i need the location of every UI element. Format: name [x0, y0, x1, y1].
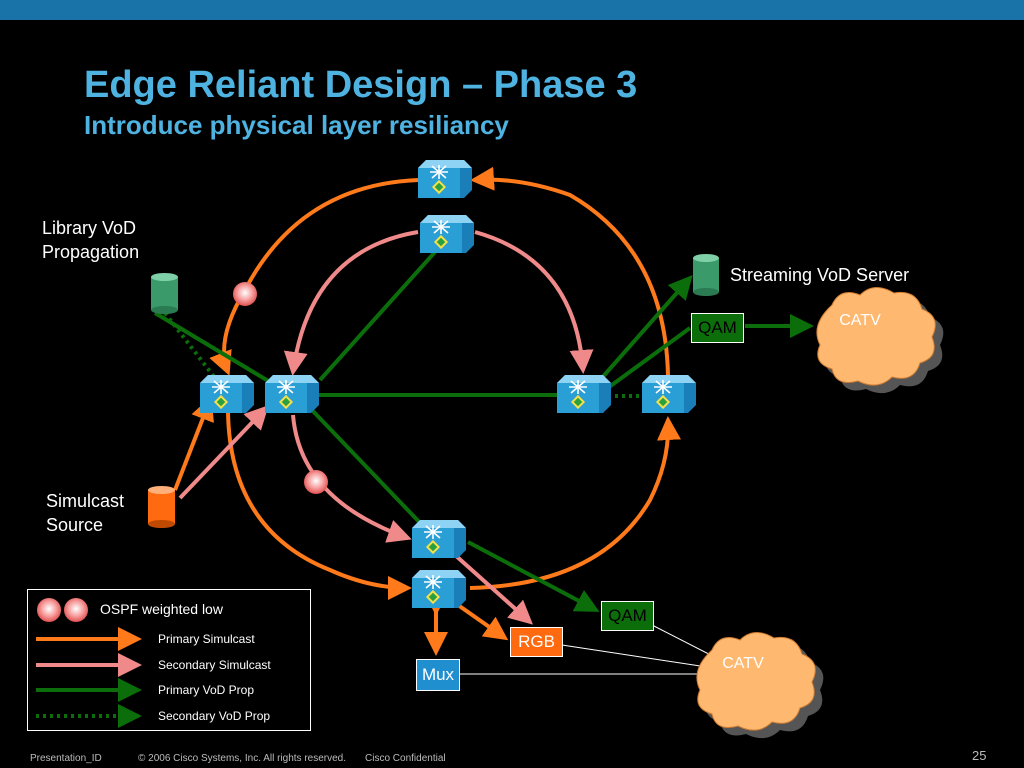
- router-to-rgb-primary: [456, 603, 509, 641]
- streaming-vod-server-icon: [693, 254, 719, 296]
- ospf-marker-left: [233, 282, 257, 306]
- router-left-inner-icon: [265, 375, 319, 413]
- library-vod-server-icon: [151, 273, 178, 314]
- legend-ospf-label: OSPF weighted low: [100, 601, 223, 617]
- router-bottom-upper-icon: [412, 520, 466, 558]
- router-right-outer-icon: [642, 375, 696, 413]
- legend-primary-vod-label: Primary VoD Prop: [158, 683, 255, 697]
- simulcast-source-server-icon: [148, 486, 175, 528]
- mux-box: Mux: [416, 659, 460, 691]
- simulcast-source-label-line2: Source: [46, 515, 104, 535]
- router-to-rgb-secondary: [453, 553, 533, 625]
- simulcast-source-label-line1: Simulcast: [46, 491, 125, 511]
- library-vod-label-line2: Propagation: [42, 242, 140, 262]
- legend-ospf-icon-1: [37, 598, 61, 622]
- router-upper-icon: [420, 215, 474, 253]
- legend: OSPF weighted low Primary Simulcast Seco…: [27, 589, 311, 731]
- library-vod-label: Library VoD Propagation: [42, 216, 139, 264]
- top-bar: [0, 0, 1024, 20]
- legend-ospf-icon-2: [64, 598, 88, 622]
- slide-subtitle: Introduce physical layer resiliancy: [84, 110, 509, 140]
- legend-secondary-simulcast-label: Secondary Simulcast: [158, 658, 271, 672]
- legend-secondary-vod-label: Secondary VoD Prop: [158, 709, 271, 723]
- qam-top-box: QAM: [691, 313, 744, 343]
- streaming-vod-label: Streaming VoD Server: [730, 265, 910, 285]
- footer-page-number: 25: [972, 748, 987, 763]
- ospf-marker-inner: [304, 470, 328, 494]
- router-top-icon: [418, 160, 472, 198]
- secondary-vod-lines: [163, 311, 645, 398]
- legend-swatches: [36, 598, 142, 728]
- slide-title: Edge Reliant Design – Phase 3: [84, 64, 638, 106]
- router-bottom-lower-icon: [412, 570, 466, 608]
- simulcast-secondary-arrow: [178, 405, 269, 500]
- catv-cloud-bottom: [696, 632, 824, 739]
- catv-cloud-top: [816, 287, 944, 394]
- catv-bottom-label: CATV: [722, 655, 764, 672]
- simulcast-source-label: Simulcast Source: [46, 489, 124, 537]
- qam-bottom-box: QAM: [601, 601, 654, 631]
- router-left-outer-icon: [200, 375, 254, 413]
- footer-presentation-id: Presentation_ID: [30, 753, 102, 764]
- footer-confidential: Cisco Confidential: [365, 753, 446, 764]
- library-vod-label-line1: Library VoD: [42, 218, 137, 238]
- router-right-inner-icon: [557, 375, 611, 413]
- primary-simulcast-ring: [209, 166, 681, 600]
- footer-copyright: © 2006 Cisco Systems, Inc. All rights re…: [138, 753, 347, 764]
- rgb-box: RGB: [510, 627, 563, 657]
- secondary-simulcast-ring: [283, 230, 594, 543]
- simulcast-primary-arrow: [173, 396, 214, 491]
- legend-primary-simulcast-label: Primary Simulcast: [158, 632, 255, 646]
- catv-top-label: CATV: [839, 312, 881, 329]
- primary-vod-lines: [153, 250, 814, 612]
